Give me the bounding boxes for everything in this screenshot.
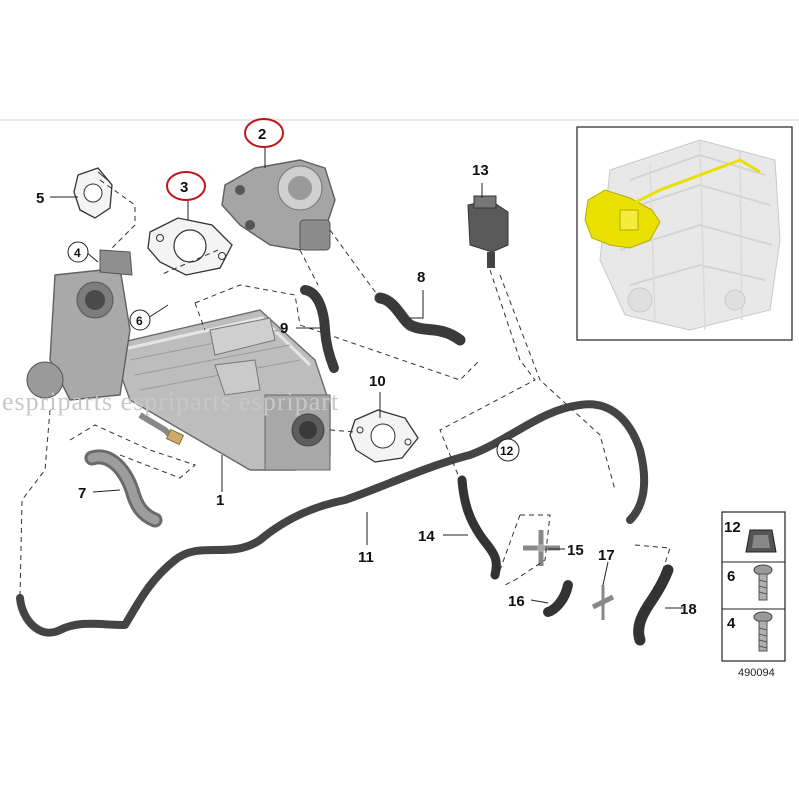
callout-1: 1 [216,492,224,509]
svg-text:16: 16 [508,593,525,610]
callout-13: 13 [472,162,489,179]
svg-text:12: 12 [724,519,741,536]
callout-15: 15 [567,542,584,559]
svg-text:9: 9 [280,320,288,337]
callout-14: 14 [418,528,435,545]
engine-locator-inset [576,126,793,341]
hose-18 [633,564,674,646]
diagram-ref-number: 490094 [738,667,775,679]
callout-2: 2 [244,118,284,148]
svg-text:13: 13 [472,162,489,179]
gasket-5 [73,167,113,219]
watermark: espriparts espriparts espripart [2,387,339,416]
svg-text:8: 8 [417,269,425,286]
screw-icon [753,611,773,652]
hose-14 [457,475,501,580]
callout-17: 17 [598,547,615,564]
fastener-legend: 12 6 4 [721,511,786,662]
clip-icon [745,529,777,553]
callout-9: 9 [280,320,288,337]
hose-11 [16,400,649,637]
svg-text:6: 6 [136,314,143,328]
callout-7: 7 [78,485,86,502]
svg-text:18: 18 [680,601,697,618]
egr-highlight-yellow [584,158,761,249]
hose-16 [543,580,573,617]
highlight-ring-2 [244,118,284,148]
gasket-10 [349,409,419,463]
legend-row-6: 6 [727,564,773,601]
svg-text:5: 5 [36,190,44,207]
egr-valve [221,159,336,251]
callout-6: 6 [129,309,151,331]
pressure-sensor [467,195,509,268]
assembly-lines [19,179,671,611]
callout-12: 12 [496,438,520,462]
hoses [16,285,674,646]
hose-8 [374,292,466,346]
callout-5: 5 [36,190,44,207]
hose-9 [300,285,339,373]
connector-15 [523,530,560,566]
svg-text:4: 4 [727,615,736,632]
svg-text:7: 7 [78,485,86,502]
callout-10: 10 [369,373,386,390]
connector-17 [591,585,615,620]
leader-lines [50,148,683,609]
bolt-icon [753,564,773,601]
gasket-3 [147,217,233,276]
svg-text:1: 1 [216,492,224,509]
svg-text:4: 4 [74,246,81,260]
callout-18: 18 [680,601,697,618]
svg-text:12: 12 [500,444,514,458]
svg-text:11: 11 [358,549,374,566]
svg-text:3: 3 [180,179,188,196]
legend-row-4: 4 [727,611,773,652]
callout-8: 8 [417,269,425,286]
svg-text:2: 2 [258,126,266,143]
svg-text:15: 15 [567,542,584,559]
legend-row-12: 12 [724,519,777,553]
svg-text:10: 10 [369,373,386,390]
svg-text:6: 6 [727,568,735,585]
engine-block-illustration [599,139,781,331]
callout-11: 11 [358,549,374,566]
callout-4: 4 [67,241,89,263]
svg-text:14: 14 [418,528,435,545]
svg-text:17: 17 [598,547,615,564]
callout-16: 16 [508,593,525,610]
highlight-ring-3 [166,171,206,201]
callout-3: 3 [166,171,206,201]
egr-cooler-assembly [26,249,331,471]
